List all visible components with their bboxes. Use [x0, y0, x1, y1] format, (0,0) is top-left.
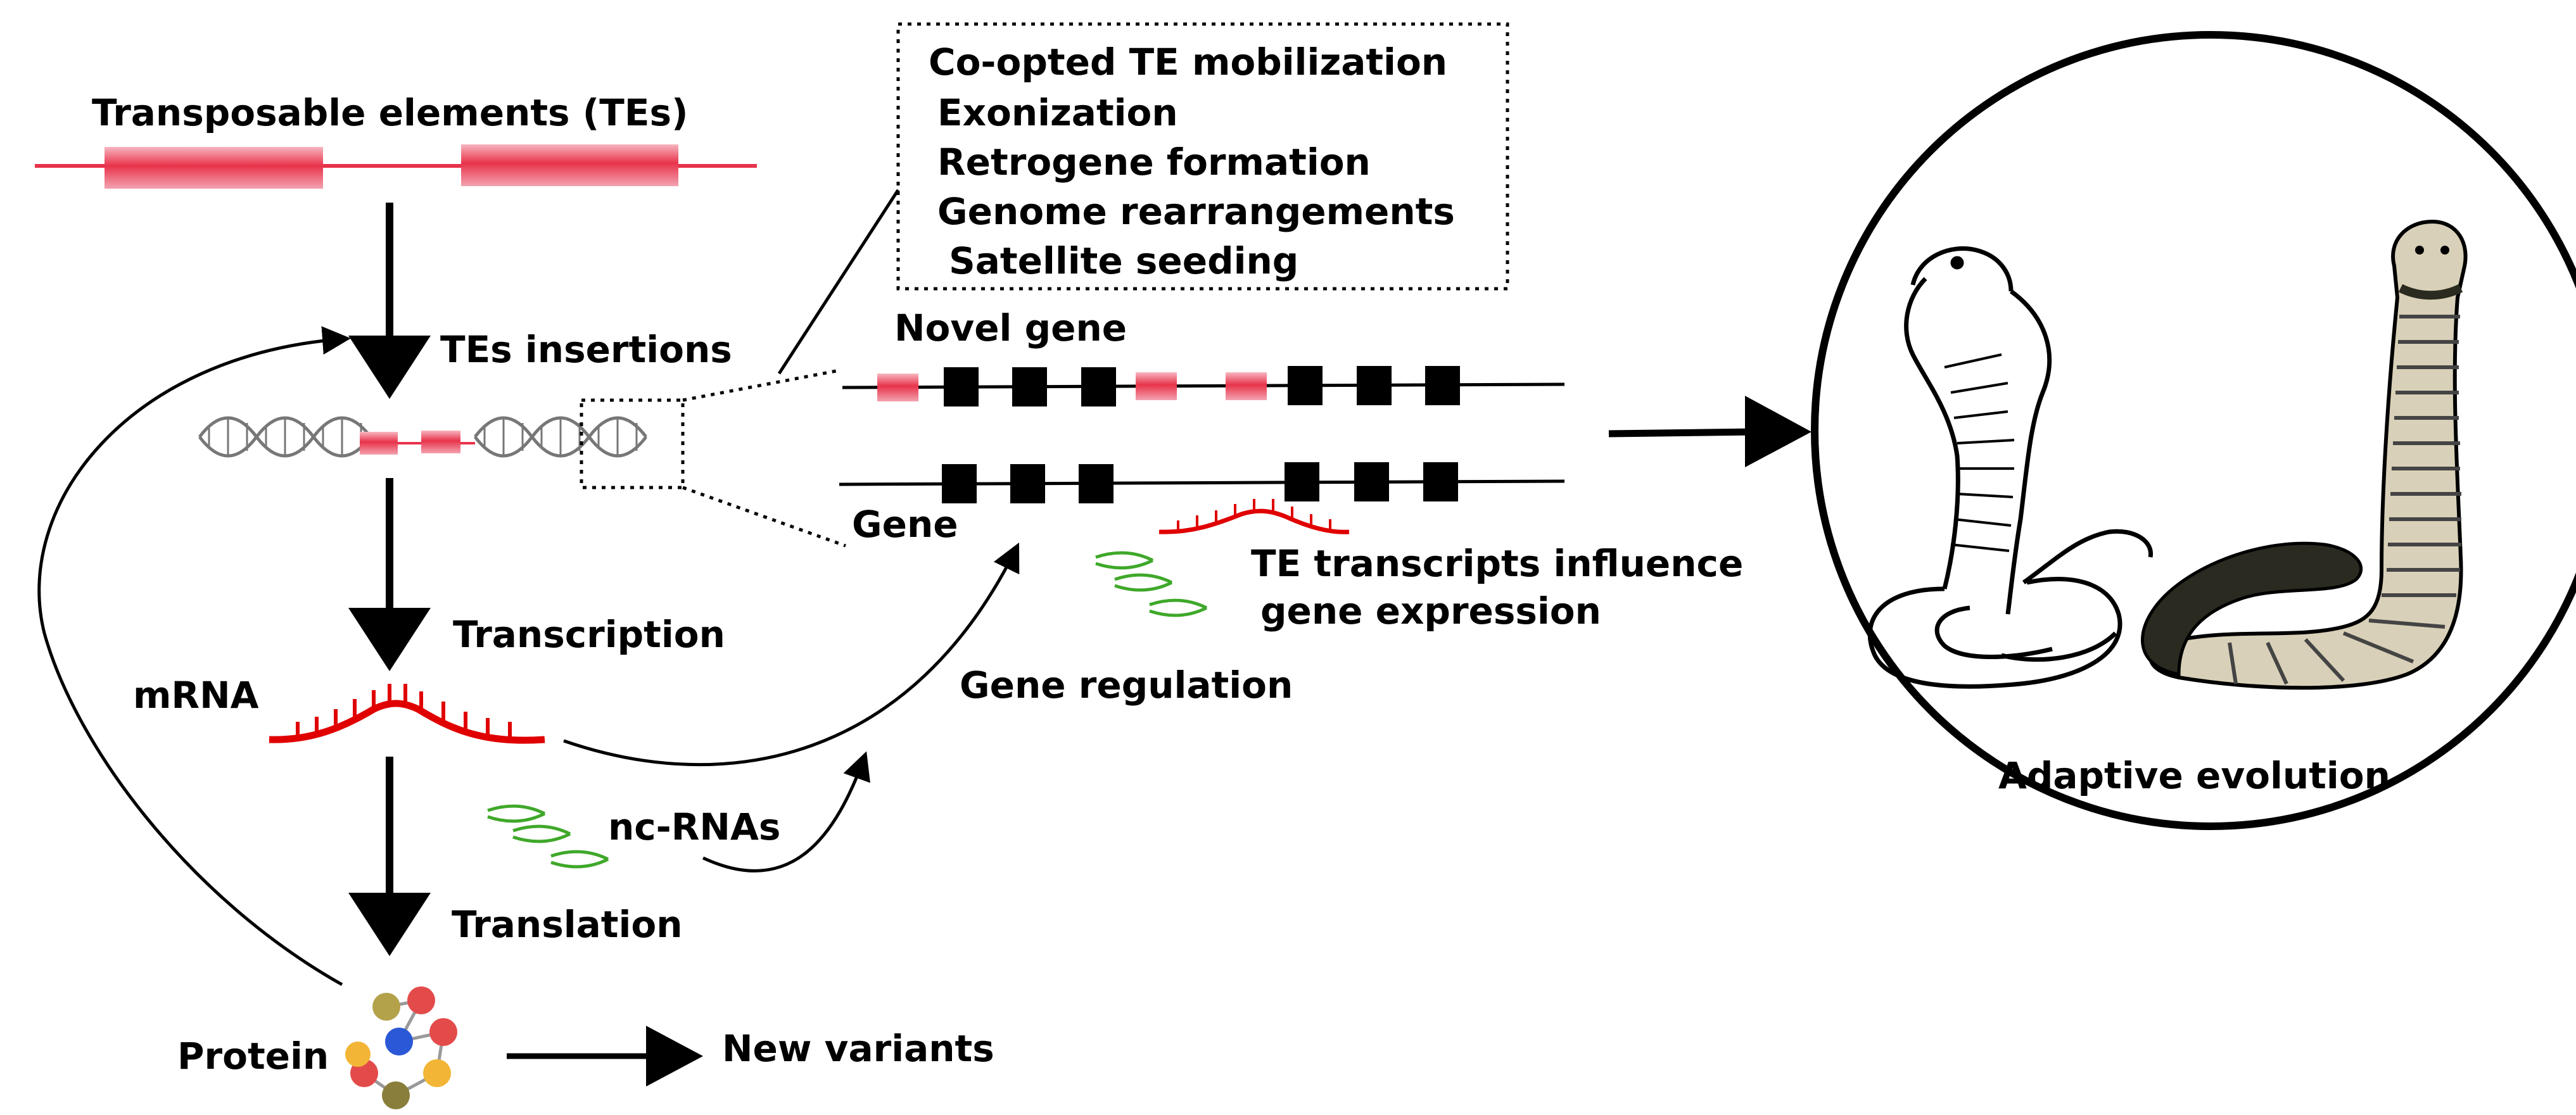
- ncrna-label: nc-RNAs: [608, 805, 780, 848]
- gene-track: [839, 462, 1565, 503]
- dna-te-insert-2: [421, 431, 460, 453]
- mechanism-item-3: Retrogene formation: [937, 141, 1371, 184]
- gene-exon-3: [1079, 464, 1114, 503]
- te-title: Transposable elements (TEs): [92, 91, 688, 134]
- protein-icon: [345, 986, 457, 1109]
- mechanisms-box: [896, 22, 1509, 291]
- te-bar: [35, 144, 757, 189]
- main-arrow-3: [348, 757, 431, 956]
- te-transcripts-line2: gene expression: [1260, 589, 1601, 633]
- mechanism-item-4: Genome rearrangements: [937, 190, 1455, 233]
- novel-exon-4: [1288, 366, 1323, 405]
- te-transcripts-line1: TE transcripts influence: [1251, 542, 1743, 585]
- novel-exon-2: [1012, 367, 1047, 406]
- novel-exon-3: [1081, 367, 1116, 406]
- gene-exon-2: [1010, 464, 1045, 503]
- novel-te-exon-1: [877, 374, 918, 401]
- cobra-icon: [1867, 246, 2154, 689]
- adaptive-evolution-circle: [1811, 31, 2576, 830]
- dna-te-insert-1: [360, 432, 398, 455]
- mechanism-item-1: Co-opted TE mobilization: [929, 41, 1447, 84]
- mechanism-item-5: Satellite seeding: [949, 239, 1298, 282]
- zoom-line-bottom: [682, 486, 846, 548]
- new-variants-arrow: [507, 1026, 703, 1087]
- novel-exon-6: [1425, 366, 1460, 405]
- mechanism-item-2: Exonization: [937, 91, 1178, 134]
- adaptive-evolution-label: Adaptive evolution: [1998, 754, 2390, 797]
- mrna-to-gene-arrow: [563, 542, 1020, 767]
- ncrna-icon: [487, 804, 609, 869]
- novel-te-exon-2: [1136, 372, 1177, 400]
- gene-regulation-label: Gene regulation: [960, 664, 1293, 707]
- gene-label: Gene: [852, 503, 958, 546]
- gene-exon-4: [1285, 462, 1319, 501]
- gene-exon-6: [1423, 462, 1458, 501]
- novel-exon-5: [1357, 366, 1392, 405]
- protein-label: Protein: [177, 1035, 329, 1078]
- mrna-label: mRNA: [133, 674, 259, 717]
- feedback-arrow: [37, 326, 351, 986]
- zoom-line-top: [682, 369, 840, 402]
- transcription-label: Transcription: [453, 613, 725, 656]
- main-arrow-2: [348, 478, 431, 671]
- gene-exon-5: [1354, 462, 1389, 501]
- translation-label: Translation: [452, 903, 683, 946]
- mechanisms-connector: [777, 189, 900, 375]
- novel-te-exon-3: [1226, 372, 1267, 400]
- zoom-box: [580, 398, 685, 489]
- snake-icon: [2141, 219, 2468, 690]
- te-segment-1: [105, 147, 323, 189]
- gene-exon-1: [942, 464, 977, 503]
- te-ncrna-icon: [1095, 551, 1208, 617]
- main-arrow-1: [348, 203, 431, 399]
- te-transcript-icon: [1158, 499, 1350, 534]
- te-segment-2: [461, 144, 678, 186]
- te-insertions-label: TEs insertions: [440, 328, 732, 371]
- new-variants-label: New variants: [722, 1027, 994, 1070]
- ncrna-to-gene-arrow: [702, 751, 870, 872]
- novel-gene-track: [842, 366, 1565, 406]
- novel-gene-label: Novel gene: [894, 306, 1127, 350]
- novel-exon-1: [944, 367, 979, 406]
- adaptive-arrow: [1608, 396, 1811, 467]
- mrna-icon: [269, 684, 545, 744]
